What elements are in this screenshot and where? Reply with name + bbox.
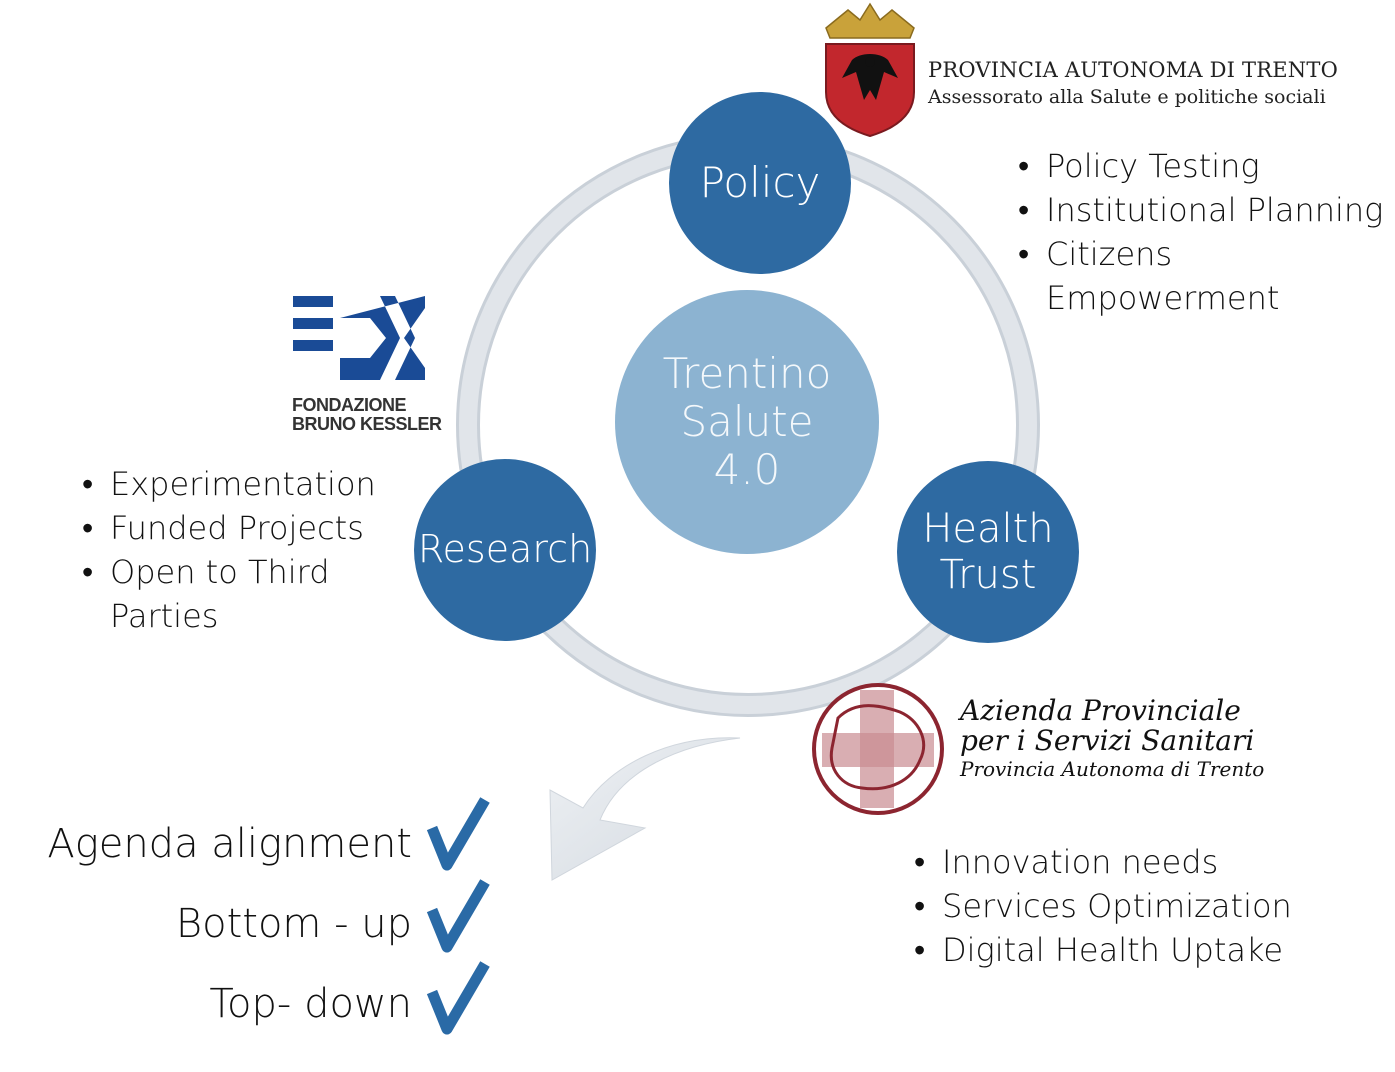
fbk-logo xyxy=(293,296,425,380)
apss-logo xyxy=(812,683,944,815)
health-trust-circle xyxy=(897,461,1079,643)
policy-bullet: Citizens Empowerment xyxy=(1018,232,1279,320)
health-trust-label: Health Trust xyxy=(897,461,1079,643)
center-line-2: Salute xyxy=(680,396,814,446)
research-circle xyxy=(414,459,596,641)
check-label-bottom-up: Bottom - up xyxy=(175,901,412,947)
policy-circle xyxy=(669,92,851,274)
health-trust-line-1: Health xyxy=(922,506,1054,552)
health-bullet: Services Optimization xyxy=(914,884,1334,928)
center-line-3: 4.0 xyxy=(713,445,781,495)
research-bullet: Funded Projects xyxy=(82,506,372,550)
apss-line-3: Provincia Autonoma di Trento xyxy=(960,757,1265,781)
center-line-1: Trentino xyxy=(662,348,832,398)
check-icon xyxy=(426,961,490,1035)
fbk-line-1: FONDAZIONE xyxy=(292,395,406,415)
fbk-line-2: BRUNO KESSLER xyxy=(292,414,442,434)
check-icon xyxy=(426,879,490,953)
research-bullet-list: Experimentation Funded Projects Open to … xyxy=(82,462,376,638)
provincia-name: PROVINCIA AUTONOMA DI TRENTO xyxy=(928,58,1339,82)
policy-bullet: Policy Testing xyxy=(1018,144,1378,188)
curved-arrow xyxy=(549,737,741,881)
health-bullet-list: Innovation needs Services Optimization D… xyxy=(914,840,1334,972)
check-label-agenda: Agenda alignment xyxy=(47,821,412,867)
research-bullet: Open to Third Parties xyxy=(82,550,350,638)
policy-label: Policy xyxy=(699,157,821,207)
health-bullet: Digital Health Uptake xyxy=(914,928,1334,972)
apss-line-1: Azienda Provinciale xyxy=(960,694,1241,727)
research-label: Research xyxy=(417,527,593,572)
provincia-logo-text: PROVINCIA AUTONOMA DI TRENTO Assessorato… xyxy=(928,58,1348,108)
check-icon xyxy=(426,797,490,871)
provincia-department: Assessorato alla Salute e politiche soci… xyxy=(928,86,1326,108)
research-bullet: Experimentation xyxy=(82,462,376,506)
apss-line-2: per i Servizi Sanitari xyxy=(960,724,1255,757)
policy-bullet-list: Policy Testing Institutional Planning Ci… xyxy=(1018,144,1383,320)
apss-logo-text: Azienda Provinciale per i Servizi Sanita… xyxy=(960,696,1264,782)
fbk-logo-text: FONDAZIONE BRUNO KESSLER xyxy=(292,396,442,434)
provincia-crest-logo xyxy=(825,2,915,138)
check-label-top-down: Top- down xyxy=(209,981,412,1027)
health-trust-line-2: Trust xyxy=(939,552,1037,598)
policy-bullet: Institutional Planning xyxy=(1018,188,1383,232)
center-circle xyxy=(615,290,879,554)
health-bullet: Innovation needs xyxy=(914,840,1334,884)
center-label: Trentino Salute 4.0 xyxy=(615,290,879,554)
